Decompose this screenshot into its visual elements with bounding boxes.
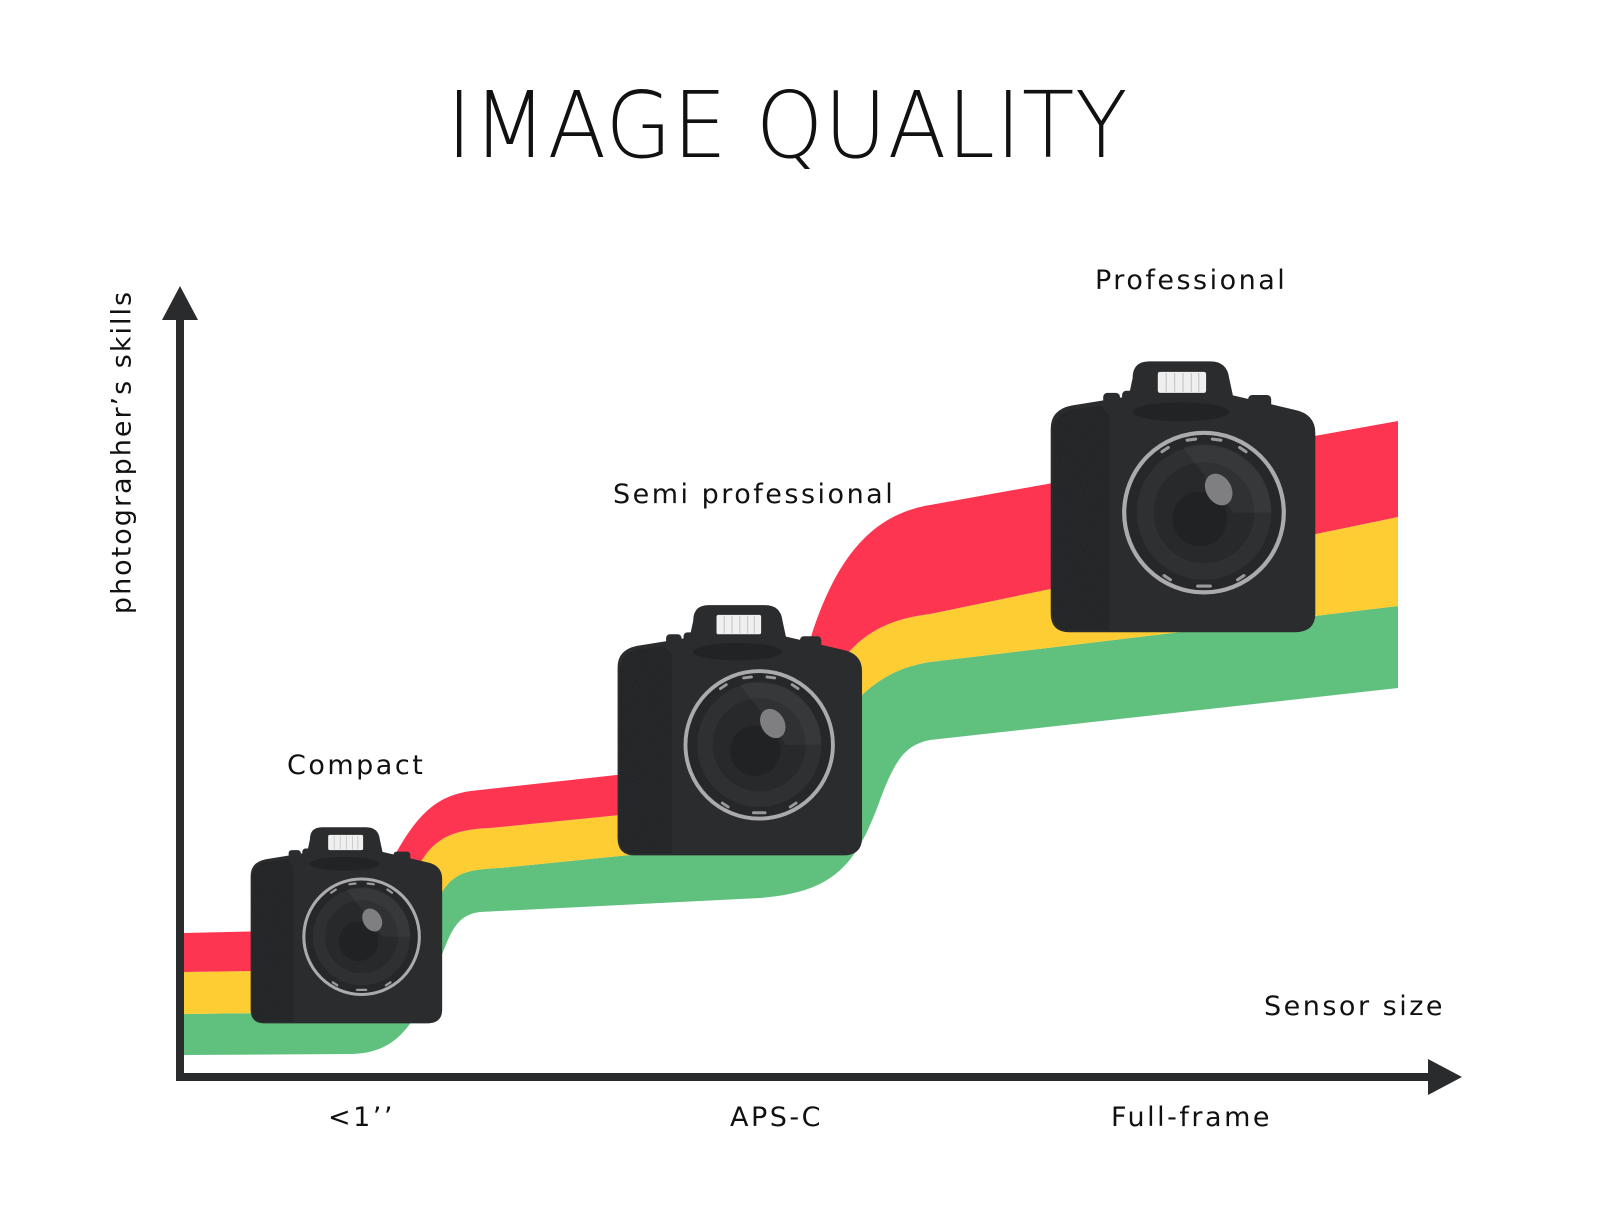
x-tick-full-frame: Full-frame <box>1111 1102 1272 1133</box>
y-axis <box>162 286 198 1081</box>
tier-label-semi-professional: Semi professional <box>613 479 896 510</box>
tier-label-compact: Compact <box>287 750 426 781</box>
y-axis-label: photographer’s skills <box>106 289 138 615</box>
x-axis-arrow-icon <box>1428 1059 1462 1095</box>
x-axis <box>176 1059 1462 1095</box>
x-axis-label: Sensor size <box>1264 991 1445 1022</box>
page-title: IMAGE QUALITY <box>446 72 1129 179</box>
x-tick-aps-c: APS-C <box>730 1102 823 1133</box>
y-axis-arrow-icon <box>162 286 198 320</box>
x-tick-compact: <1’’ <box>328 1102 395 1133</box>
professional-camera-icon <box>1051 361 1316 632</box>
tier-label-professional: Professional <box>1095 265 1288 296</box>
